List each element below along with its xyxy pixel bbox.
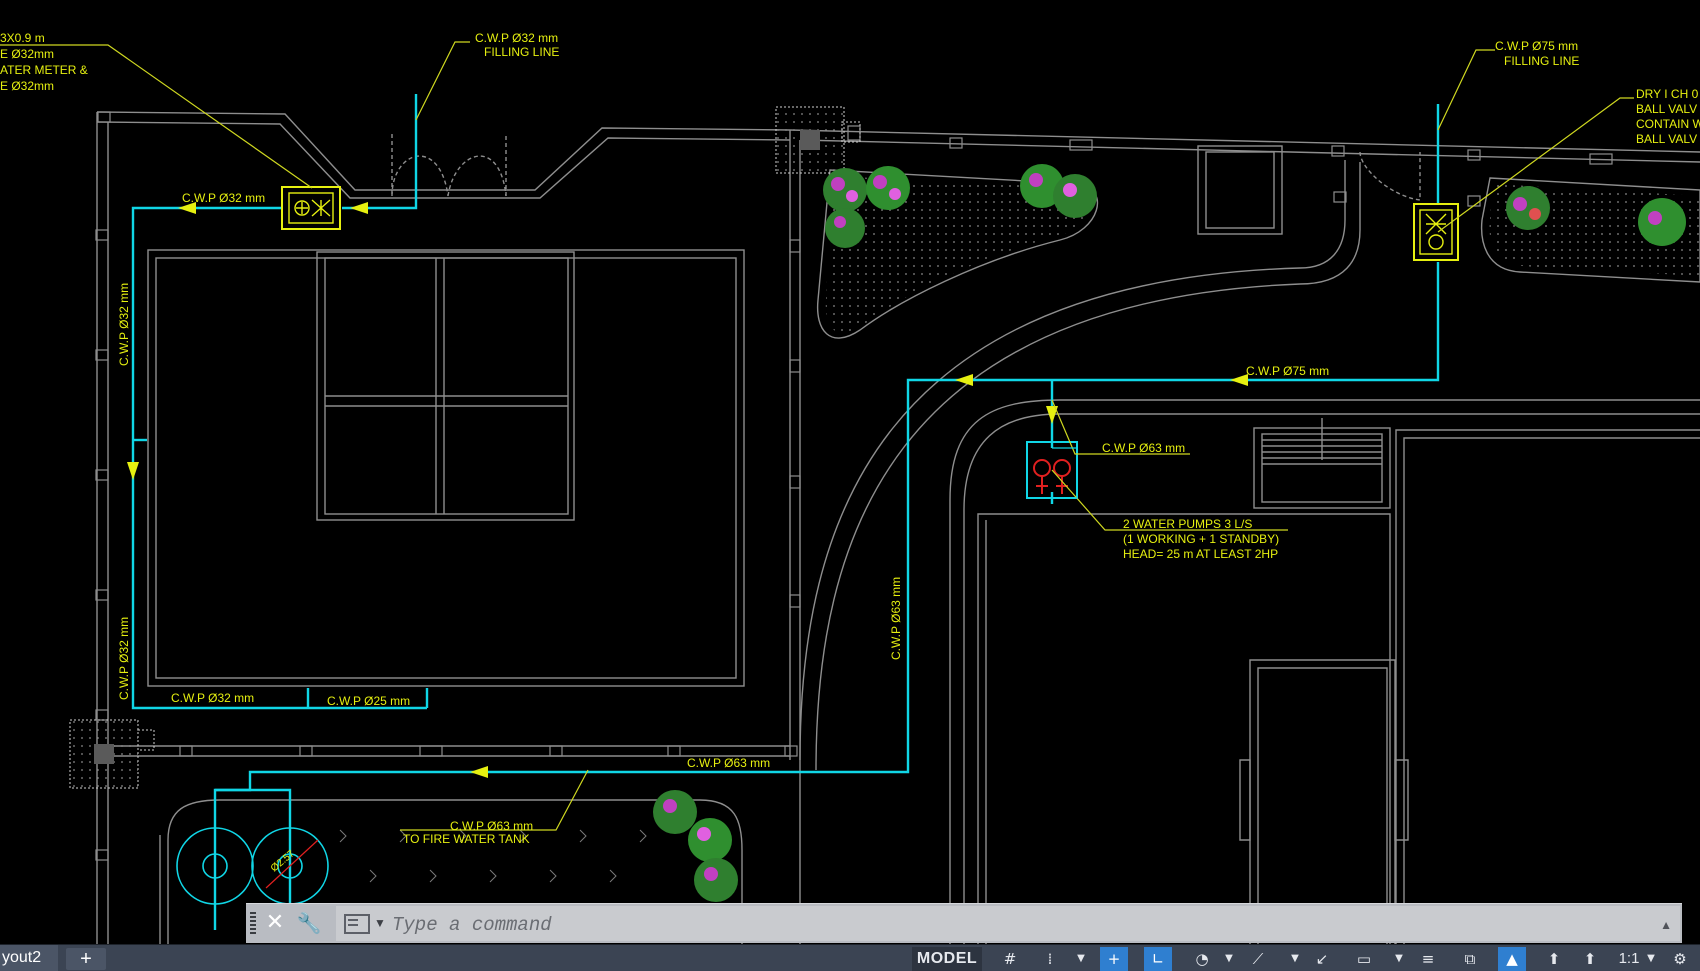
note-topleft-3: ATER METER & xyxy=(0,63,88,77)
close-icon[interactable]: ✕ xyxy=(265,910,285,935)
command-input-box: ▼ ▲ xyxy=(336,906,1680,941)
chevron-up-icon[interactable]: ▲ xyxy=(1660,918,1672,932)
gear-icon[interactable]: ⚙ xyxy=(1673,950,1687,968)
drawing-canvas[interactable]: 3X0.9 m E Ø32mm ATER METER & E Ø32mm C.W… xyxy=(0,0,1700,944)
note-topright-1: DRY I CH 0 xyxy=(1636,87,1699,101)
status-bar: yout2 + MODEL # ⁞ ▼ + ∟ ◔ ▼ ⟋ ▼ ↙ ▭ ▼ ≡ … xyxy=(0,944,1700,971)
site-outline xyxy=(96,111,1700,944)
snap-dropdown-icon[interactable]: ▼ xyxy=(1077,953,1085,964)
transparency-icon[interactable]: ⧉ xyxy=(1464,950,1476,968)
label-pipe-63-bottom: C.W.P Ø63 mm xyxy=(687,756,770,770)
shrubs xyxy=(653,164,1686,902)
label-pipe-vert-32a: C.W.P Ø32 mm xyxy=(117,283,131,366)
label-pump-3: HEAD= 25 m AT LEAST 2HP xyxy=(1123,547,1278,561)
polar-dropdown-icon[interactable]: ▼ xyxy=(1225,953,1233,964)
flow-arrows xyxy=(127,202,1248,778)
label-filling-large-size: C.W.P Ø75 mm xyxy=(1495,39,1578,53)
label-pipe-75: C.W.P Ø75 mm xyxy=(1246,364,1329,378)
polar-icon[interactable]: ◔ xyxy=(1195,950,1209,968)
grid-icon[interactable]: # xyxy=(1003,950,1017,968)
chevron-down-icon[interactable]: ▼ xyxy=(374,916,386,930)
snap-icon[interactable]: ⁞ xyxy=(1047,950,1053,968)
note-topright-4: BALL VALV xyxy=(1636,132,1697,146)
label-pipe-top-32: C.W.P Ø32 mm xyxy=(182,191,265,205)
label-filling-small-size: C.W.P Ø32 mm xyxy=(475,31,558,45)
command-history-icon[interactable] xyxy=(344,914,370,934)
lineweight-icon[interactable]: ≡ xyxy=(1421,950,1435,968)
infer-icon[interactable]: + xyxy=(1100,947,1128,971)
label-fire-tank-size: C.W.P Ø63 mm xyxy=(450,819,533,833)
label-pipe-bottom-25: C.W.P Ø25 mm xyxy=(327,694,410,708)
isodraft-icon[interactable]: ⟋ xyxy=(1252,950,1264,968)
column-markers xyxy=(95,111,1613,861)
command-input[interactable] xyxy=(390,910,1594,939)
label-pipe-63-short: C.W.P Ø63 mm xyxy=(1102,441,1185,455)
note-topright-2: BALL VALV xyxy=(1636,102,1697,116)
label-fire-tank-name: TO FIRE WATER TANK xyxy=(403,832,530,846)
autoscale-icon[interactable]: ⬆ xyxy=(1583,950,1597,968)
object-snap-icon[interactable]: ▭ xyxy=(1356,950,1372,968)
model-button[interactable]: MODEL xyxy=(912,947,982,971)
stair-blocks xyxy=(69,106,861,789)
osnap-icon[interactable]: ↙ xyxy=(1315,950,1329,968)
note-topleft-1: 3X0.9 m xyxy=(0,31,45,45)
leader-lines xyxy=(0,41,1634,831)
add-layout-button[interactable]: + xyxy=(66,948,106,970)
annotation-visibility-icon[interactable]: ⬆ xyxy=(1547,950,1561,968)
label-pipe-vert-32b: C.W.P Ø32 mm xyxy=(117,617,131,700)
drag-handle-icon[interactable] xyxy=(250,912,256,936)
scale-dropdown-icon[interactable]: ▼ xyxy=(1647,953,1655,964)
command-line-bar: ✕ 🔧 ▼ ▲ xyxy=(246,903,1682,943)
label-pump-2: (1 WORKING + 1 STANDBY) xyxy=(1123,532,1279,546)
iso-dropdown-icon[interactable]: ▼ xyxy=(1291,953,1299,964)
wrench-icon[interactable]: 🔧 xyxy=(296,911,322,935)
annotation-scale[interactable]: 1:1 xyxy=(1618,950,1640,967)
note-topleft-4: E Ø32mm xyxy=(0,79,54,93)
note-topright-3: CONTAIN W xyxy=(1636,117,1700,131)
label-filling-small-name: FILLING LINE xyxy=(484,45,559,59)
label-pump-1: 2 WATER PUMPS 3 L/S xyxy=(1123,517,1252,531)
label-pipe-bottom-32: C.W.P Ø32 mm xyxy=(171,691,254,705)
annotation-icon[interactable]: ▲ xyxy=(1498,947,1526,971)
osnap-dropdown-icon[interactable]: ▼ xyxy=(1395,953,1403,964)
water-meter-right xyxy=(1413,203,1459,261)
layout-tab[interactable]: yout2 xyxy=(0,945,58,971)
label-pipe-63-vertical: C.W.P Ø63 mm xyxy=(889,577,903,660)
note-topleft-2: E Ø32mm xyxy=(0,47,54,61)
label-filling-large-name: FILLING LINE xyxy=(1504,54,1579,68)
ortho-icon[interactable]: ∟ xyxy=(1144,947,1172,971)
